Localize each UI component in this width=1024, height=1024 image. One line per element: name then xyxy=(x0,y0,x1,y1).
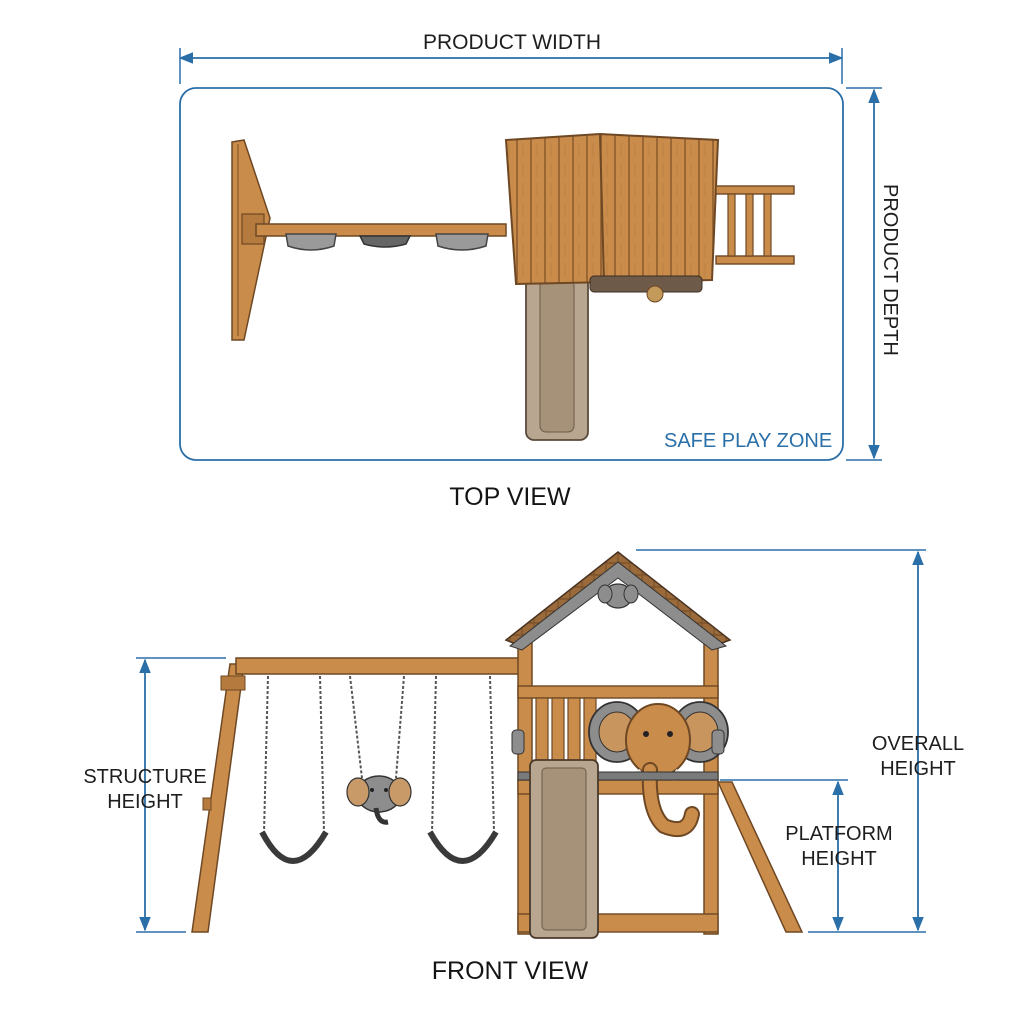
platform-height-line-2: HEIGHT xyxy=(801,848,877,870)
overall-height-label: OVERALL HEIGHT xyxy=(862,732,974,782)
elephant-swing xyxy=(346,775,412,825)
overall-height-line-1: OVERALL xyxy=(871,733,965,755)
platform-height-line-1: PLATFORM xyxy=(785,823,893,845)
platform-rail xyxy=(517,771,719,781)
swings-front xyxy=(259,675,499,864)
product-depth-label: PRODUCT DEPTH xyxy=(879,184,901,356)
front-view xyxy=(136,549,926,939)
product-width-label: PRODUCT WIDTH xyxy=(422,31,602,54)
swing-beam-front xyxy=(235,657,523,675)
swing-a-frame-front xyxy=(191,663,246,933)
top-view-title: TOP VIEW xyxy=(449,483,571,511)
structure-height-line-2: HEIGHT xyxy=(107,791,183,813)
overall-height-line-2: HEIGHT xyxy=(880,758,956,780)
slide-top xyxy=(525,271,589,441)
top-view xyxy=(178,48,882,461)
swing-a-frame-top xyxy=(231,139,271,341)
ladder-front xyxy=(716,781,804,933)
platform-height-label: PLATFORM HEIGHT xyxy=(774,822,904,872)
structure-height-line-1: STRUCTURE xyxy=(83,766,207,788)
safe-play-zone-label: SAFE PLAY ZONE xyxy=(664,430,833,452)
front-view-title: FRONT VIEW xyxy=(431,957,589,985)
tower-roof-top xyxy=(504,132,720,303)
swing-seats-top xyxy=(285,233,489,251)
tower-roof-front xyxy=(504,551,732,651)
elephant-panel xyxy=(511,701,729,837)
ladder-top xyxy=(715,185,795,265)
slide-front xyxy=(529,759,599,939)
safe-play-zone xyxy=(179,87,844,461)
structure-height-label: STRUCTURE HEIGHT xyxy=(78,765,212,815)
